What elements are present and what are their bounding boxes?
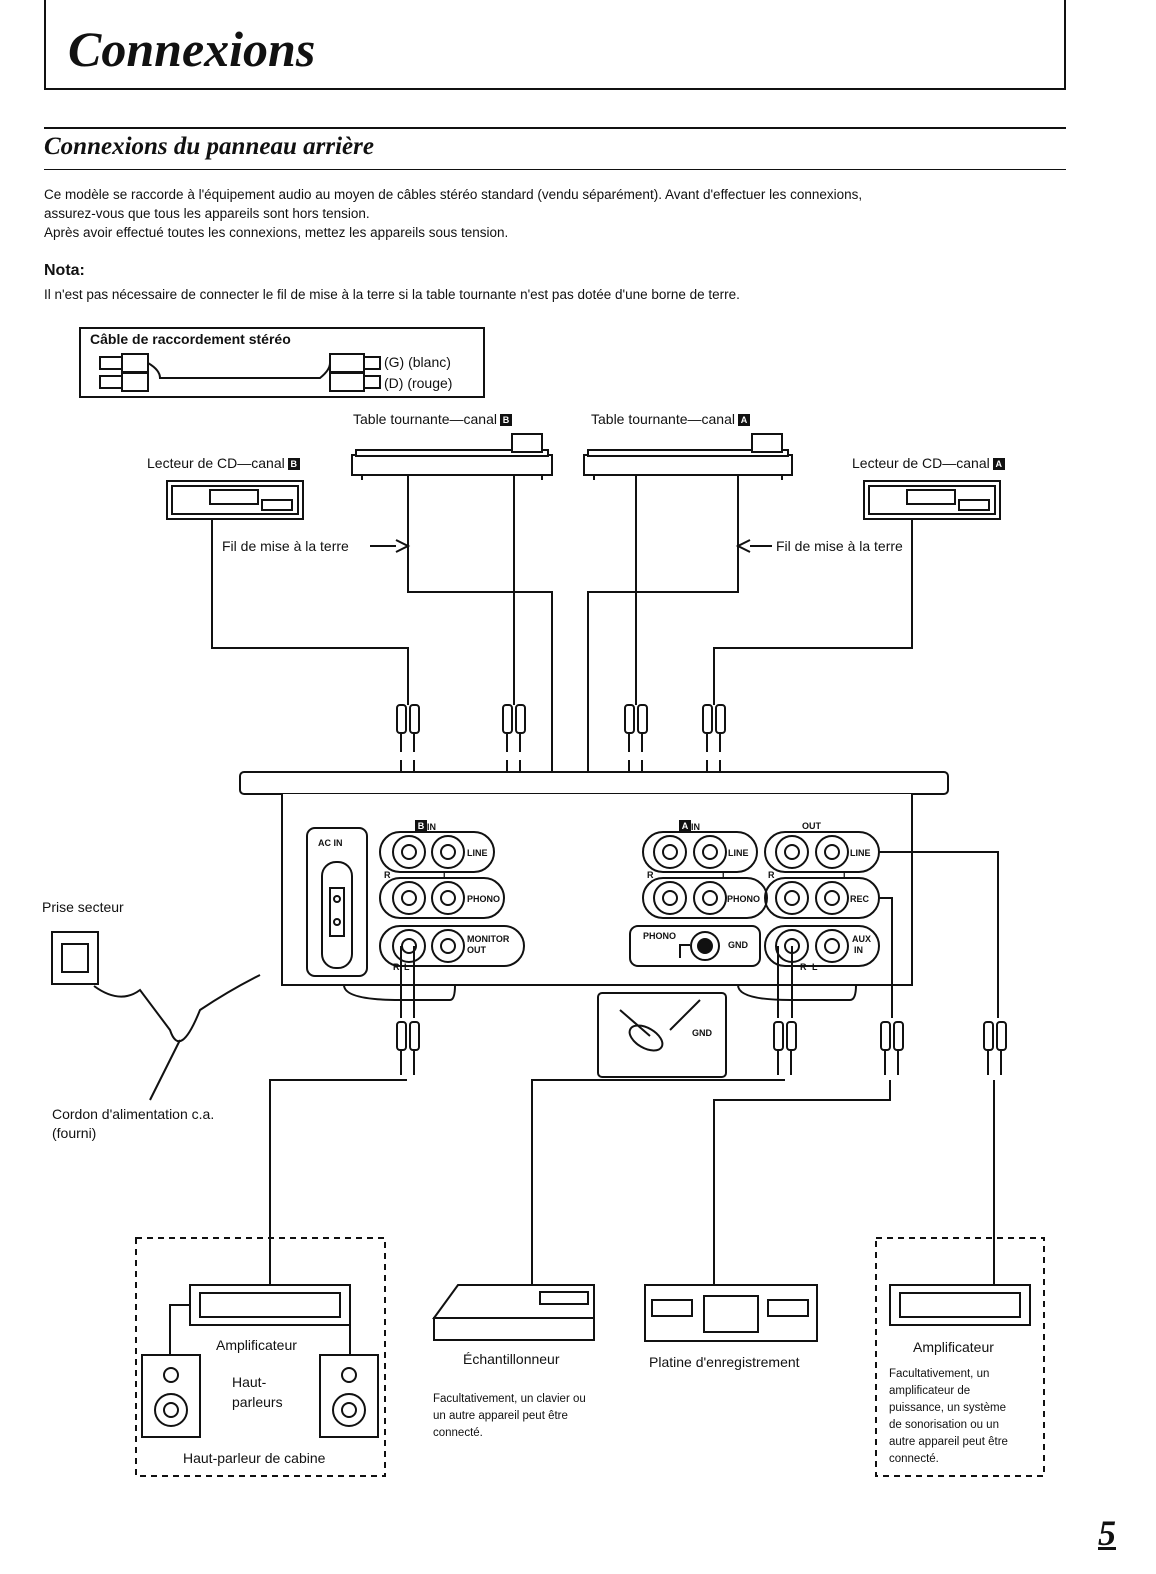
amp-note-line-3: puissance, un système	[889, 1402, 1006, 1414]
phono-a-label: PHONO	[727, 894, 761, 904]
aux-in-label-1: AUX	[852, 934, 872, 944]
channel-b-badge: B	[500, 414, 512, 427]
amp-note-line-6: connecté.	[889, 1453, 939, 1465]
channel-a-badge: A	[992, 458, 1005, 471]
stereo-cable-drawing	[99, 353, 381, 392]
in-label: IN	[691, 822, 700, 832]
channel-a-badge: A	[738, 414, 750, 427]
rca-plug-icon	[773, 1021, 797, 1075]
sampler-note: Facultativement, un clavier ou un autre …	[433, 1391, 586, 1442]
intro-line-1: Ce modèle se raccorde à l'équipement aud…	[44, 187, 863, 202]
r-label-monitor: R	[393, 962, 400, 972]
rca-plug-icon	[702, 704, 726, 752]
speakers-label-2: parleurs	[232, 1394, 283, 1410]
amp-note-line-4: de sonorisation ou un	[889, 1419, 999, 1431]
outlet-label: Prise secteur	[42, 899, 124, 915]
rca-plug-icon	[880, 1021, 904, 1075]
amp-note-line-2: amplificateur de	[889, 1385, 971, 1397]
rec-label: REC	[850, 894, 870, 904]
turntable-a-text: Table tournante—canal	[591, 411, 735, 427]
amplifier-left-label: Amplificateur	[216, 1337, 297, 1353]
tape-deck-label: Platine d'enregistrement	[649, 1354, 800, 1370]
rca-plug-icon	[624, 704, 648, 752]
sampler-note-line-2: un autre appareil peut être	[433, 1410, 568, 1422]
l-label-a: L	[722, 870, 728, 880]
cable-right-channel-label: (D) (rouge)	[384, 375, 453, 391]
rca-plug-icon	[396, 704, 420, 752]
rca-plug-icon	[396, 1021, 420, 1075]
r-label-b: R	[384, 870, 391, 880]
nota-label: Nota:	[44, 262, 85, 279]
section-rule-top	[44, 127, 1066, 129]
l-label-monitor: L	[404, 962, 410, 972]
section-rule-bottom	[44, 169, 1066, 170]
r-label-out: R	[768, 870, 775, 880]
gnd-detail-label: GND	[692, 1028, 712, 1038]
power-cord-label-1: Cordon d'alimentation c.a.	[52, 1106, 215, 1122]
amplifier-note: Facultativement, un amplificateur de pui…	[889, 1366, 1008, 1468]
phono-b-label: PHONO	[467, 894, 501, 904]
channel-a-badge: A	[679, 819, 691, 832]
l-label-b: L	[443, 870, 449, 880]
page-title: Connexions	[68, 21, 316, 77]
ground-wire-label-right: Fil de mise à la terre	[776, 538, 903, 554]
cabin-speaker-label: Haut-parleur de cabine	[183, 1450, 326, 1466]
intro-line-2: assurez-vous que tous les appareils sont…	[44, 206, 370, 221]
intro-line-3: Après avoir effectué toutes les connexio…	[44, 225, 509, 240]
r-label-aux: R	[800, 962, 807, 972]
out-header: OUT	[802, 821, 821, 831]
channel-b-badge: B	[287, 458, 300, 471]
rca-plug-icon	[983, 1021, 1007, 1075]
sampler-note-line-3: connecté.	[433, 1427, 483, 1439]
turntable-b-drawing	[351, 433, 553, 480]
cd-b-text: Lecteur de CD—canal	[147, 455, 285, 471]
title-frame	[44, 0, 1066, 90]
nota-text: Il n'est pas nécessaire de connecter le …	[44, 287, 740, 302]
r-label-a: R	[647, 870, 654, 880]
sampler-note-line-1: Facultativement, un clavier ou	[433, 1393, 586, 1405]
power-cord-label-2: (fourni)	[52, 1125, 97, 1141]
cable-cd-a	[713, 519, 913, 705]
line-a-label: LINE	[728, 848, 749, 858]
gnd-label: GND	[728, 940, 748, 950]
page-number: 5	[1098, 1513, 1116, 1553]
turntable-a-drawing	[583, 433, 793, 480]
amp-note-line-1: Facultativement, un	[889, 1368, 990, 1380]
cable-left-channel-label: (G) (blanc)	[384, 354, 451, 370]
sampler-label: Échantillonneur	[463, 1351, 560, 1367]
rca-plug-icon	[502, 704, 526, 752]
aux-in-label-2: IN	[854, 945, 863, 955]
l-label-out: L	[843, 870, 849, 880]
cable-legend-box	[79, 327, 485, 398]
cd-player-b-drawing	[166, 480, 304, 520]
phono-gnd-panel-label: PHONO	[643, 931, 677, 941]
amp-note-line-5: autre appareil peut être	[889, 1436, 1008, 1448]
intro-paragraph: Ce modèle se raccorde à l'équipement aud…	[44, 185, 1074, 242]
speakers-label-1: Haut-	[232, 1374, 267, 1390]
l-label-aux: L	[812, 962, 818, 972]
section-title: Connexions du panneau arrière	[44, 133, 374, 160]
cd-a-text: Lecteur de CD—canal	[852, 455, 990, 471]
line-out-label: LINE	[850, 848, 871, 858]
cd-player-a-drawing	[863, 480, 1001, 520]
line-b-label: LINE	[467, 848, 488, 858]
mixer-top	[239, 771, 949, 795]
cable-cd-b	[211, 519, 409, 705]
monitor-out-label-2: OUT	[467, 945, 486, 955]
ac-in-label: AC IN	[318, 838, 343, 848]
in-label: IN	[427, 822, 436, 832]
amplifier-right-label: Amplificateur	[913, 1339, 994, 1355]
cable-legend-title: Câble de raccordement stéréo	[90, 331, 291, 347]
ground-wire-label-left: Fil de mise à la terre	[222, 538, 349, 554]
turntable-b-text: Table tournante—canal	[353, 411, 497, 427]
monitor-out-label-1: MONITOR	[467, 934, 510, 944]
channel-b-badge: B	[415, 819, 427, 832]
